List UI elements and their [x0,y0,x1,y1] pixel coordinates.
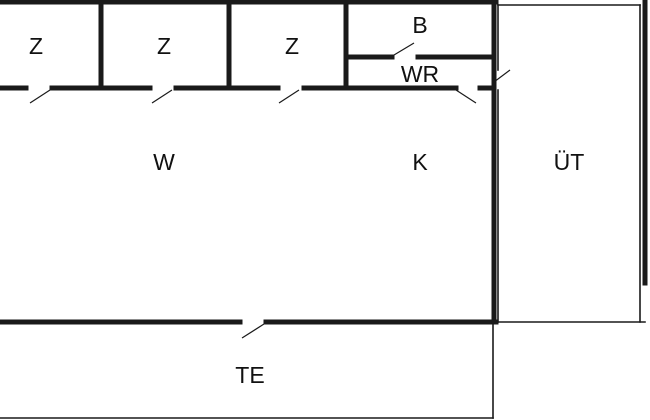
room-label-utility: ÜT [554,149,585,175]
door-bedroom-3 [278,89,300,104]
room-label-bedroom-3: Z [285,33,299,59]
room-label-terrace: TE [235,362,264,388]
door-bath [393,42,415,56]
door-terrace [241,323,265,339]
room-label-living: W [153,149,175,175]
door-bedroom-2 [151,89,173,104]
room-label-bath: B [412,12,427,38]
door-bedroom-1 [29,89,51,104]
room-label-kitchen: K [412,149,428,175]
door-wc [455,89,477,104]
room-label-bedroom-2: Z [157,33,171,59]
room-label-wc: WR [401,61,439,87]
room-label-bedroom-1: Z [29,33,43,59]
door-utility [493,69,511,83]
